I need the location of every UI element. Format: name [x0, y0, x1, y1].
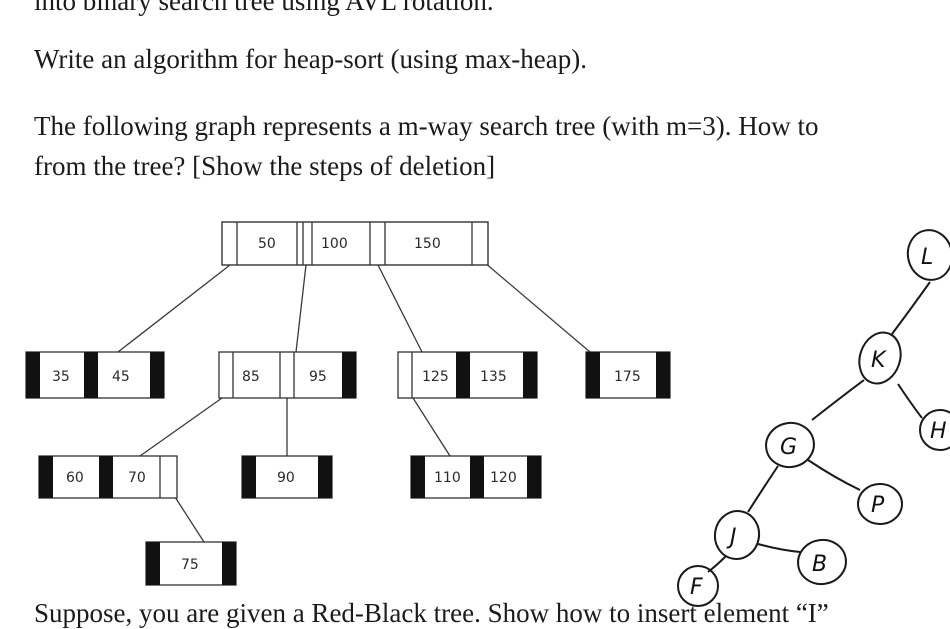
mway-key: 135	[480, 369, 507, 385]
edge-85-60	[139, 397, 223, 457]
mway-node-75: 75	[145, 541, 237, 586]
rb-node-K	[858, 331, 902, 385]
edge-root-35	[117, 264, 231, 353]
mway-key: 85	[242, 369, 260, 385]
mway-node-root: 50 100 150	[221, 221, 489, 266]
mway-key: 35	[52, 369, 70, 385]
rb-edge-J-B	[757, 543, 801, 553]
mway-key: 150	[414, 236, 441, 252]
rb-node-J	[713, 510, 761, 560]
rb-label-B: B	[812, 552, 827, 577]
mway-node-110-120: 110 120	[410, 455, 542, 499]
rb-label-J: J	[726, 525, 737, 550]
mway-key: 95	[309, 369, 327, 385]
mway-key: 75	[181, 557, 199, 573]
mway-key: 50	[258, 236, 276, 252]
rb-label-G: G	[780, 435, 797, 460]
rb-edge-K-G	[811, 379, 865, 421]
rb-label-H: H	[930, 419, 947, 444]
mway-node-175: 175	[585, 351, 671, 399]
text-line-question-redblack: Suppose, you are given a Red-Black tree.…	[34, 598, 829, 628]
mway-key: 110	[434, 470, 461, 486]
mway-key: 175	[614, 369, 641, 385]
rb-edge-G-J	[747, 465, 779, 513]
mway-node-85-95: 85 95	[218, 351, 357, 399]
mway-node-60-70: 60 70	[38, 455, 178, 499]
text-line-question-mway-1: The following graph represents a m-way s…	[34, 111, 819, 141]
text-line-question-heapsort: Write an algorithm for heap-sort (using …	[34, 44, 587, 74]
mway-key: 60	[66, 470, 84, 486]
mway-key: 125	[422, 369, 449, 385]
rb-tree-labels: L K H G P J B F	[690, 245, 947, 600]
rb-label-P: P	[871, 493, 885, 518]
rb-edge-J-F	[707, 555, 727, 573]
rb-node-G	[765, 421, 815, 469]
rb-tree	[677, 229, 950, 607]
mway-key: 90	[277, 470, 295, 486]
mway-key: 120	[490, 470, 517, 486]
mway-node-125-135: 125 135	[397, 351, 538, 399]
edge-root-175	[477, 256, 591, 353]
rb-label-F: F	[690, 575, 703, 600]
mway-key: 45	[112, 369, 130, 385]
edge-70-75	[174, 496, 205, 543]
rb-edge-G-P	[807, 459, 861, 491]
mway-key: 100	[321, 236, 348, 252]
mway-node-90: 90	[241, 455, 333, 499]
rb-label-K: K	[871, 348, 887, 373]
rb-node-P	[857, 483, 903, 525]
rb-node-L	[906, 229, 950, 281]
mway-node-35-45: 35 45	[25, 351, 165, 399]
rb-node-F	[677, 565, 719, 607]
edge-125-110	[412, 397, 451, 457]
edge-root-125	[377, 264, 423, 353]
edge-root-85	[295, 264, 307, 353]
text-line-0: into binary search tree using AVL rotati…	[34, 0, 494, 16]
mway-key: 70	[128, 470, 146, 486]
rb-node-H	[919, 409, 950, 451]
rb-edge-L-K	[891, 281, 931, 335]
rb-edge-K-H	[897, 383, 923, 419]
text-line-question-mway-2: from the tree? [Show the steps of deleti…	[34, 151, 496, 181]
rb-label-L: L	[921, 245, 933, 270]
rb-node-B	[797, 538, 847, 586]
mway-tree	[117, 256, 591, 543]
